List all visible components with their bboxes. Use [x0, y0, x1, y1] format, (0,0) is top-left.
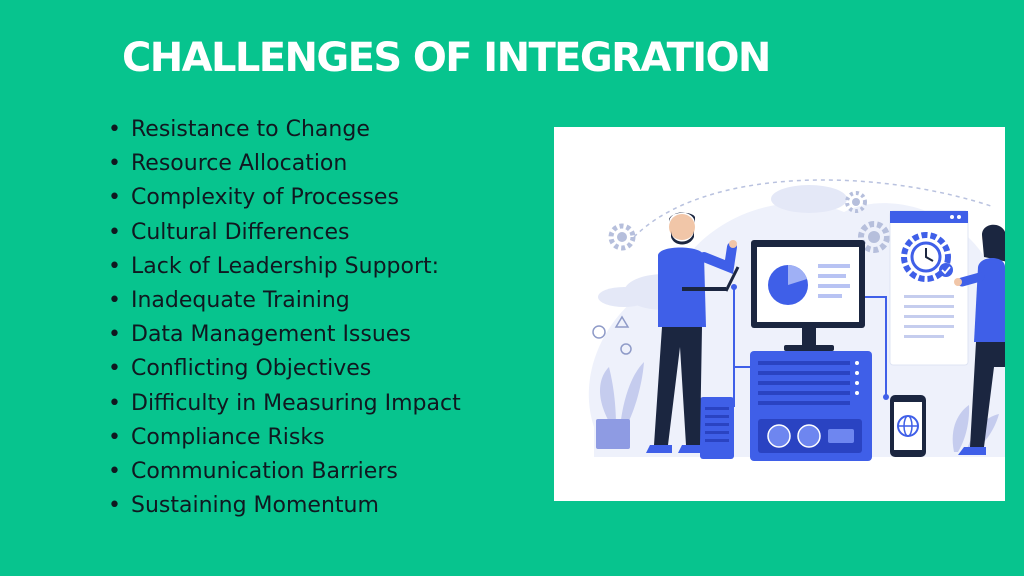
- list-item-text: Compliance Risks: [131, 424, 325, 450]
- list-item: • Cultural Differences: [108, 216, 461, 250]
- bullet-icon: •: [108, 322, 121, 348]
- bullet-icon: •: [108, 356, 121, 382]
- list-item: • Communication Barriers: [108, 455, 461, 489]
- list-item-text: Difficulty in Measuring Impact: [131, 390, 461, 416]
- clock-icon: [901, 232, 951, 282]
- list-item: • Resistance to Change: [108, 113, 461, 147]
- list-item-text: Cultural Differences: [131, 219, 350, 245]
- list-item-text: Data Management Issues: [131, 322, 411, 348]
- man-figure: [646, 212, 740, 453]
- list-item: • Conflicting Objectives: [108, 352, 461, 386]
- gear-icon: [845, 191, 867, 213]
- list-item-text: Lack of Leadership Support:: [131, 253, 440, 279]
- bullet-icon: •: [108, 459, 121, 485]
- list-item: • Resource Allocation: [108, 147, 461, 181]
- illustration-svg: [588, 179, 1005, 461]
- list-item-text: Inadequate Training: [131, 288, 350, 314]
- slide-title: CHALLENGES OF INTEGRATION: [122, 35, 771, 81]
- bullet-icon: •: [108, 253, 121, 279]
- bullet-icon: •: [108, 424, 121, 450]
- bullet-icon: •: [108, 185, 121, 211]
- bullet-icon: •: [108, 151, 121, 177]
- gear-icon: [608, 223, 636, 251]
- list-item: • Compliance Risks: [108, 421, 461, 455]
- pie-chart-icon: [768, 265, 808, 305]
- list-item: • Difficulty in Measuring Impact: [108, 387, 461, 421]
- list-item: • Inadequate Training: [108, 284, 461, 318]
- list-item-text: Resistance to Change: [131, 117, 370, 142]
- check-icon: [939, 263, 953, 277]
- bullet-icon: •: [108, 117, 121, 142]
- bullet-icon: •: [108, 493, 121, 519]
- list-item-text: Resource Allocation: [131, 151, 348, 177]
- globe-icon: [897, 415, 919, 437]
- list-item: • Sustaining Momentum: [108, 489, 461, 523]
- woman-figure: [954, 224, 1005, 455]
- list-item-text: Communication Barriers: [131, 459, 398, 485]
- list-item-text: Conflicting Objectives: [131, 356, 372, 382]
- list-item: • Complexity of Processes: [108, 181, 461, 215]
- list-item-text: Sustaining Momentum: [131, 493, 379, 519]
- bullet-icon: •: [108, 219, 121, 245]
- challenges-list: • Resistance to Change • Resource Allocati…: [108, 113, 461, 523]
- list-item: • Data Management Issues: [108, 318, 461, 352]
- list-item-text: Complexity of Processes: [131, 185, 399, 211]
- integration-illustration: [554, 127, 1005, 501]
- bullet-icon: •: [108, 390, 121, 416]
- list-item: • Lack of Leadership Support:: [108, 250, 461, 284]
- bullet-icon: •: [108, 288, 121, 314]
- gear-icon: [858, 221, 890, 253]
